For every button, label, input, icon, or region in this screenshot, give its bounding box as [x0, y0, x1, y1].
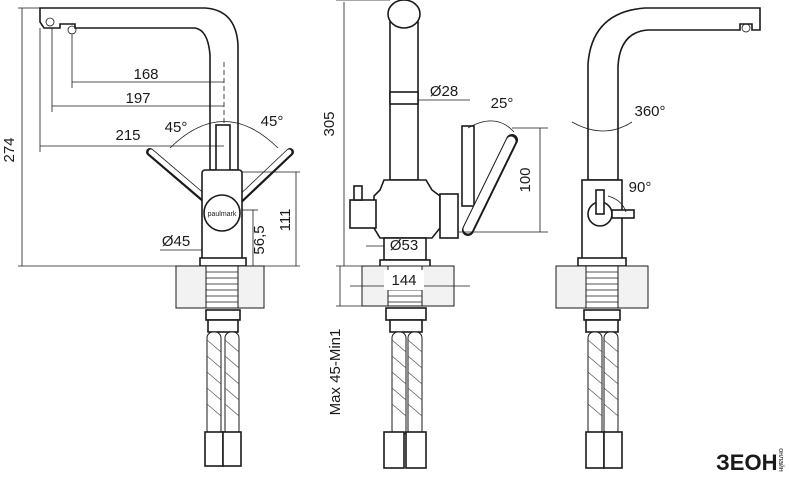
- dim-56-5: 56,5: [251, 225, 268, 254]
- left-faucet-logo: paulmark: [208, 211, 237, 218]
- dim-215: 215: [115, 127, 140, 144]
- left-hose-1: [206, 331, 222, 437]
- front-body: [373, 179, 441, 239]
- left-hose-2: [224, 331, 240, 437]
- front-hose-fitting-2: [405, 431, 427, 469]
- left-hose-braid: [206, 339, 240, 417]
- front-hose-2: [407, 331, 423, 437]
- right-hose-braid: [587, 339, 619, 417]
- left-shank-thread: [206, 271, 238, 303]
- left-nut: [205, 309, 241, 321]
- front-hose-braid: [391, 339, 423, 417]
- dim-rotation: 360°: [634, 103, 665, 120]
- watermark-main: ЗЕОН: [716, 450, 777, 475]
- right-nut: [583, 309, 621, 321]
- front-lever-vertical: [461, 125, 475, 207]
- dim-197: 197: [125, 90, 150, 107]
- dim-111: 111: [277, 209, 294, 232]
- left-angle-arc: [169, 121, 279, 149]
- right-side-view: 360° 90°: [555, 7, 761, 469]
- dim-angle-right: 45°: [261, 113, 284, 130]
- dim-144: 144: [391, 272, 416, 289]
- dim-angle-left: 45°: [165, 119, 188, 136]
- dim-168: 168: [133, 66, 158, 83]
- right-shank-thread: [586, 271, 618, 303]
- front-spout-head: [387, 0, 421, 29]
- dim-305: 305: [321, 111, 338, 136]
- front-view: Ø28 25° 100 Ø53 305: [321, 0, 548, 469]
- front-lever-arc: [467, 120, 515, 133]
- right-spout: [587, 7, 761, 181]
- left-cartridge: [203, 194, 241, 232]
- right-hose-1: [587, 331, 603, 437]
- left-lever-top: [215, 124, 231, 176]
- front-hose-fitting-1: [383, 431, 405, 469]
- front-nut: [385, 307, 427, 321]
- watermark-logo: ЗЕОН онлайн: [716, 448, 785, 475]
- right-filter-lever: [611, 209, 635, 219]
- dim-counter-thickness: Max 45-Min1: [327, 329, 344, 416]
- left-side-view: paulmark 274 168 197 215 45° 45° Ø45 56,…: [1, 7, 300, 467]
- dim-100: 100: [517, 167, 534, 192]
- front-hose-1: [391, 331, 407, 437]
- dim-base-diameter: Ø45: [162, 233, 190, 250]
- front-filter-tap: [349, 199, 377, 229]
- dim-filter-angle: 90°: [629, 179, 652, 196]
- right-hose-fitting-2: [603, 431, 623, 469]
- dim-handle-angle: 25°: [491, 95, 514, 112]
- dim-spout-diameter: Ø28: [430, 83, 458, 100]
- left-hose-fitting-2: [222, 431, 242, 467]
- left-base-ring: [199, 257, 247, 267]
- left-hose-fitting-1: [204, 431, 224, 467]
- watermark-sub: онлайн: [777, 448, 785, 472]
- left-aerator-1: [45, 17, 55, 27]
- left-aerator-2: [67, 25, 77, 35]
- dim-274: 274: [1, 137, 18, 162]
- dim-body-diameter: Ø53: [390, 237, 418, 254]
- right-hose-2: [603, 331, 619, 437]
- right-rotation-arc: [571, 121, 633, 132]
- right-hose-fitting-1: [585, 431, 605, 469]
